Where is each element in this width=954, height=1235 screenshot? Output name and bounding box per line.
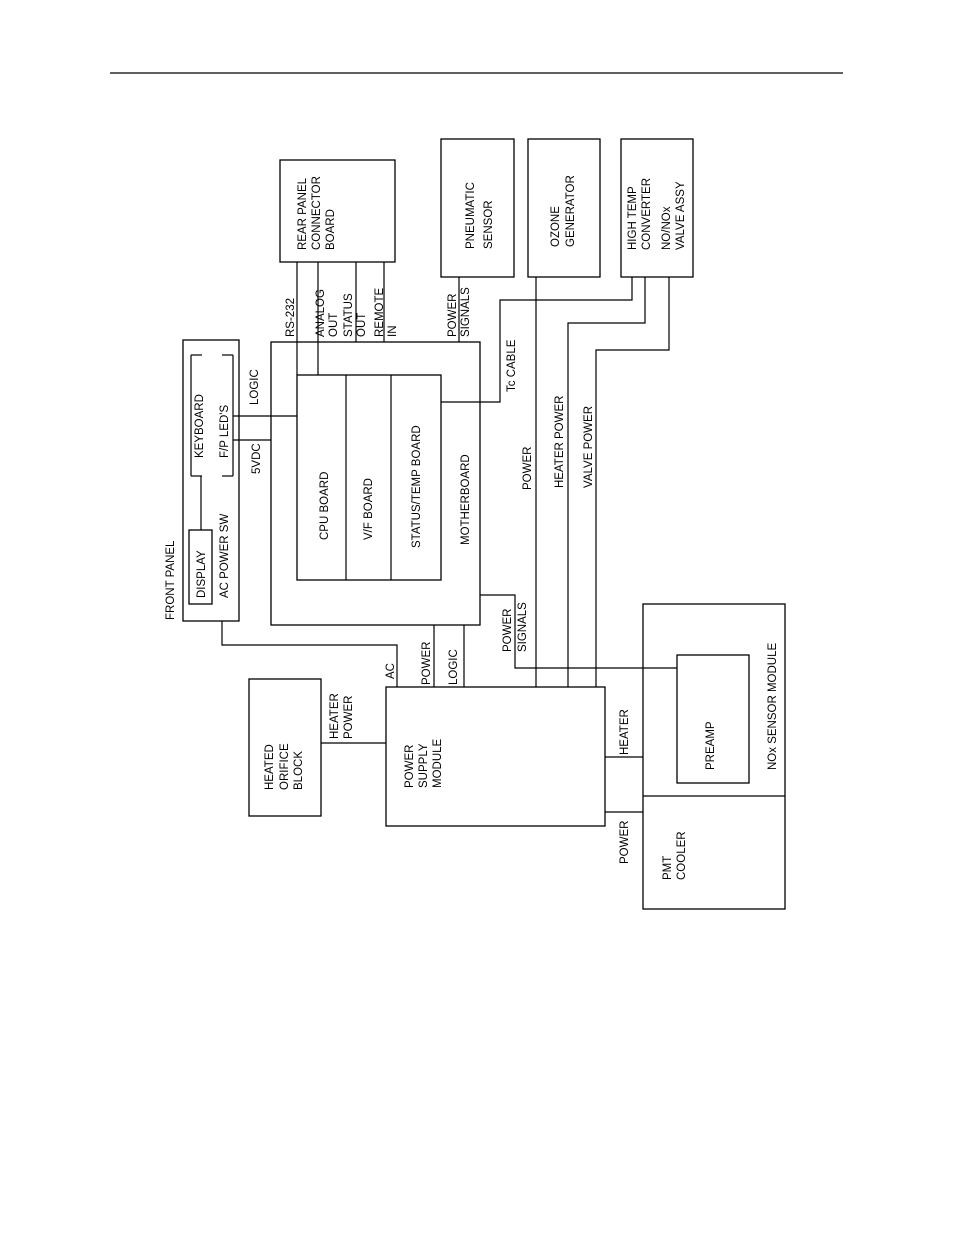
pneumatic-signals-label: SIGNALS xyxy=(460,287,472,337)
heater-power-label: HEATER POWER xyxy=(554,396,566,488)
sensor-signals-line xyxy=(480,594,677,669)
orifice-power-label: POWER xyxy=(343,696,355,739)
converter-line2: CONVERTER xyxy=(641,178,653,250)
fp-leds-label: F/P LED'S xyxy=(219,405,231,458)
converter-line1: HIGH TEMP xyxy=(627,186,639,250)
keyboard-label: KEYBOARD xyxy=(194,394,206,458)
logic-label: LOGIC xyxy=(249,369,261,405)
orifice-line3: BLOCK xyxy=(293,751,305,790)
sensor-signals-label: SIGNALS xyxy=(517,602,529,652)
front-panel-box xyxy=(182,339,240,622)
display-label: DISPLAY xyxy=(196,550,208,598)
motherboard-label: MOTHERBOARD xyxy=(460,454,472,545)
ac-label: AC xyxy=(385,663,397,679)
preamp-label: PREAMP xyxy=(705,721,717,770)
heated-orifice-box xyxy=(248,678,322,817)
remote-label-1: REMOTE xyxy=(374,287,386,337)
tc-cable-label: Tc CABLE xyxy=(506,339,518,392)
sensor-heater-label: HEATER xyxy=(619,709,631,755)
sensor-power-label: POWER xyxy=(502,609,514,652)
converter-box xyxy=(620,138,694,278)
converter-line5: VALVE ASSY xyxy=(675,181,687,250)
remote-label-2: IN xyxy=(387,326,399,338)
psm-line2: SUPPLY xyxy=(418,743,430,788)
rear-panel-line1: REAR PANEL xyxy=(297,177,309,250)
analog-label-1: ANALOG xyxy=(315,289,327,337)
rear-panel-line2: CONNECTOR xyxy=(311,176,323,250)
orifice-heater-label: HEATER xyxy=(329,693,341,739)
rear-panel-line3: BOARD xyxy=(325,209,337,250)
cpu-board-label: CPU BOARD xyxy=(319,472,331,540)
orifice-line1: HEATED xyxy=(264,744,276,790)
pmt-power-label: POWER xyxy=(619,821,631,864)
psm-line1: POWER xyxy=(404,745,416,788)
vf-board-label: V/F BOARD xyxy=(363,478,375,540)
ozone-line2: GENERATOR xyxy=(565,175,577,247)
heater-power-line xyxy=(567,277,646,687)
ozone-line1: OZONE xyxy=(550,206,562,247)
status-label-1: STATUS xyxy=(343,293,355,337)
analog-label-2: OUT xyxy=(328,313,340,337)
ozone-power-label: POWER xyxy=(522,447,534,490)
5vdc-label: 5VDC xyxy=(251,443,263,474)
rs232-label: RS-232 xyxy=(285,298,297,337)
status-label-2: OUT xyxy=(356,313,368,337)
ozone-generator-box xyxy=(527,138,601,278)
psm-logic-label: LOGIC xyxy=(448,649,460,685)
pneumatic-line2: SENSOR xyxy=(483,200,495,249)
ac-power-sw-label: AC POWER SW xyxy=(219,514,231,598)
front-panel-label: FRONT PANEL xyxy=(165,540,177,620)
rear-panel-box xyxy=(279,159,396,263)
pneumatic-sensor-box xyxy=(440,138,515,278)
psm-line3: MODULE xyxy=(432,738,444,788)
motherboard-box xyxy=(270,341,481,626)
preamp-box xyxy=(676,654,750,784)
pmt-label: PMT xyxy=(662,856,674,880)
rear-panel-lines xyxy=(296,262,385,375)
cooler-label: COOLER xyxy=(676,831,688,880)
orifice-line2: ORIFICE xyxy=(279,743,291,790)
tc-cable-line xyxy=(441,277,633,403)
pneumatic-line1: PNEUMATIC xyxy=(465,182,477,249)
sensor-module-label: NOx SENSOR MODULE xyxy=(767,643,779,770)
psm-power-label: POWER xyxy=(421,642,433,685)
converter-line4: NO/NOx xyxy=(661,206,673,250)
valve-power-label: VALVE POWER xyxy=(583,406,595,488)
valve-power-line xyxy=(595,277,670,687)
status-temp-board-label: STATUS/TEMP BOARD xyxy=(411,425,423,548)
board-stack-box xyxy=(296,374,442,581)
ac-line xyxy=(221,621,398,687)
pneumatic-power-label: POWER xyxy=(447,294,459,337)
